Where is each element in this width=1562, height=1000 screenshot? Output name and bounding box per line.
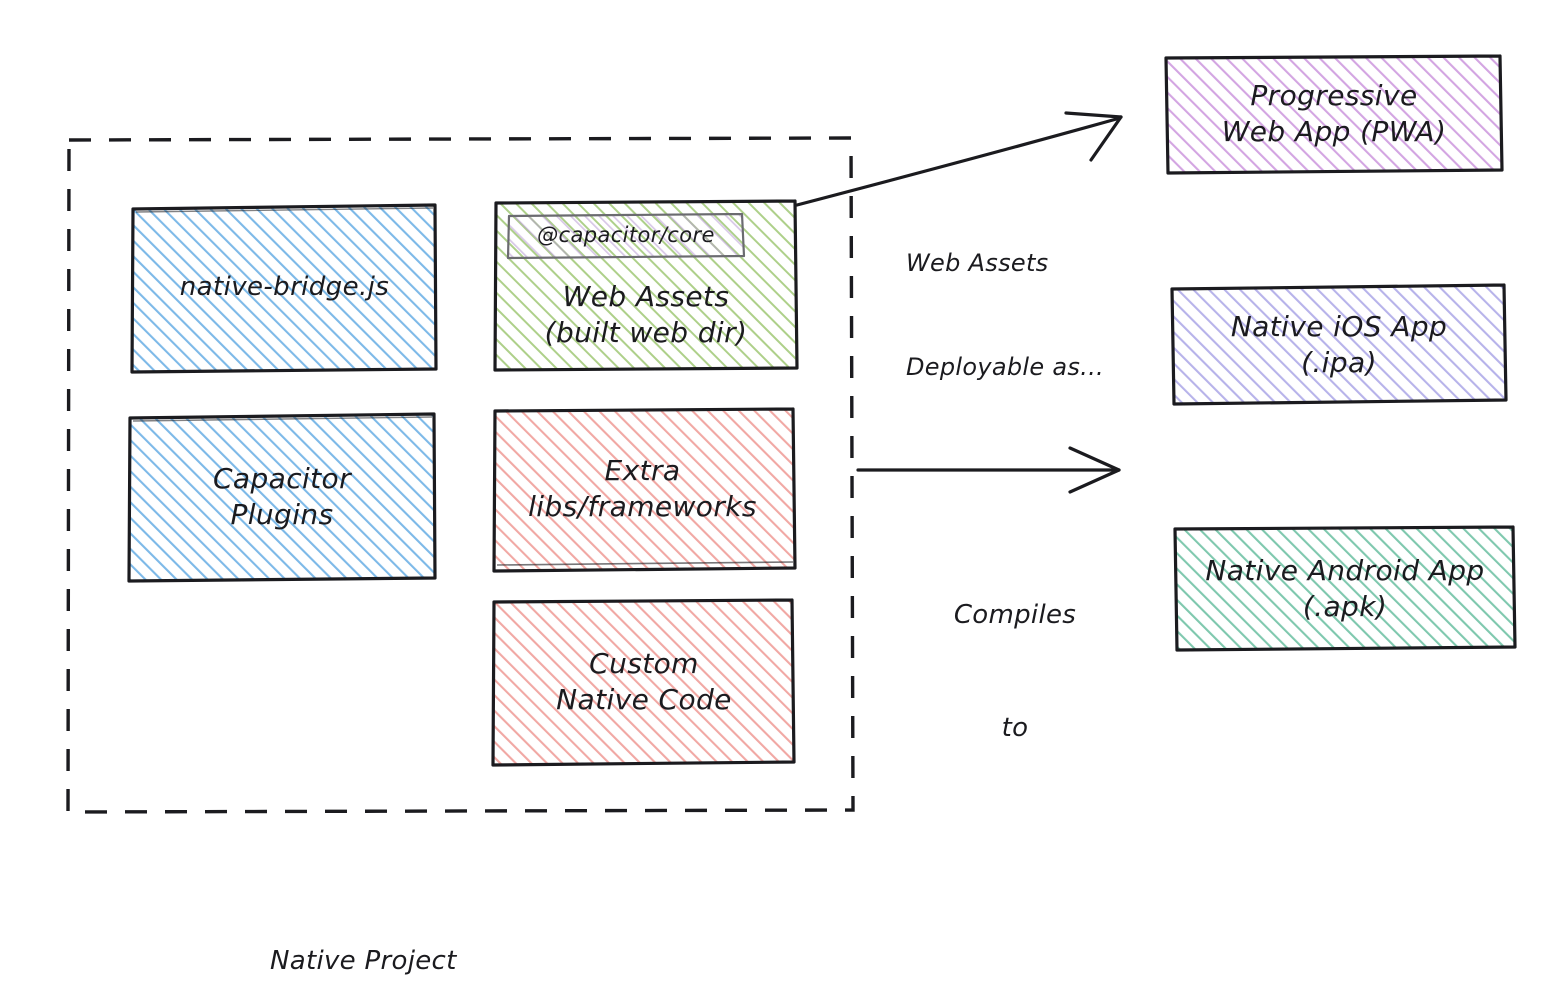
badge-capacitor-core-text: @capacitor/core — [537, 223, 715, 248]
node-native-ios-label-line2: (.ipa) — [1301, 345, 1377, 379]
node-native-ios[interactable] — [1170, 283, 1508, 406]
node-custom-native-code[interactable] — [491, 598, 796, 767]
node-pwa[interactable] — [1164, 54, 1504, 175]
node-native-android-label-line1: Native Android App — [1205, 553, 1485, 587]
native-project-caption: Native Project (Xcode, Android Gradle) — [270, 868, 590, 1000]
node-custom-native-code-label: Custom Native Code — [494, 600, 794, 763]
native-project-container[interactable] — [66, 136, 855, 814]
arrow-web-assets-to-pwa-label-line1: Web Assets — [906, 248, 1049, 277]
node-extra-libs-label-line2: libs/frameworks — [528, 490, 757, 523]
arrow-web-assets-to-pwa-label: Web Assets Deployable as... — [906, 176, 1104, 454]
node-web-assets-label-line1: Web Assets — [562, 280, 730, 314]
node-native-ios-label-line1: Native iOS App — [1230, 309, 1448, 343]
arrow-compiles-to-label-line2: to — [1001, 713, 1029, 744]
node-capacitor-plugins-label: Capacitor Plugins — [130, 414, 434, 580]
node-web-assets-label: Web Assets (built web dir) — [496, 262, 796, 368]
node-native-android-label-line2: (.apk) — [1302, 589, 1388, 623]
node-native-ios-label: Native iOS App (.ipa) — [1172, 286, 1506, 403]
node-custom-native-code-label-line1: Custom — [589, 646, 699, 680]
node-pwa-label: Progressive Web App (PWA) — [1166, 56, 1502, 172]
node-pwa-label-line2: Web App (PWA) — [1221, 115, 1447, 148]
arrow-compiles-to-label-line1: Compiles — [953, 600, 1077, 631]
node-web-assets-label-line2: (built web dir) — [544, 316, 748, 349]
node-native-android[interactable] — [1173, 525, 1517, 652]
native-project-caption-line1: Native Project — [270, 946, 457, 977]
node-capacitor-plugins-label-line1: Capacitor — [212, 462, 352, 496]
node-capacitor-plugins-label-line2: Plugins — [230, 498, 334, 531]
node-native-bridge[interactable] — [130, 203, 438, 374]
node-pwa-label-line1: Progressive — [1250, 79, 1418, 113]
node-native-bridge-label-line1: native-bridge.js — [179, 272, 390, 303]
node-web-assets[interactable] — [493, 199, 799, 372]
arrow-web-assets-to-pwa[interactable] — [795, 111, 1123, 207]
arrow-web-assets-to-pwa-label-line2: Deployable as... — [906, 352, 1104, 381]
arrow-compiles-to-label: Compiles to — [945, 522, 1085, 824]
node-extra-libs[interactable] — [492, 407, 797, 573]
node-native-android-label: Native Android App (.apk) — [1175, 528, 1515, 649]
node-native-bridge-label: native-bridge.js — [133, 205, 436, 371]
node-capacitor-plugins[interactable] — [127, 412, 437, 583]
badge-capacitor-core-label: @capacitor/core — [509, 214, 743, 257]
node-custom-native-code-label-line2: Native Code — [556, 682, 732, 716]
badge-capacitor-core[interactable] — [506, 212, 746, 260]
node-extra-libs-label: Extra libs/frameworks — [490, 409, 795, 569]
node-extra-libs-label-line1: Extra — [604, 454, 681, 488]
arrow-compiles-to[interactable] — [856, 446, 1121, 494]
